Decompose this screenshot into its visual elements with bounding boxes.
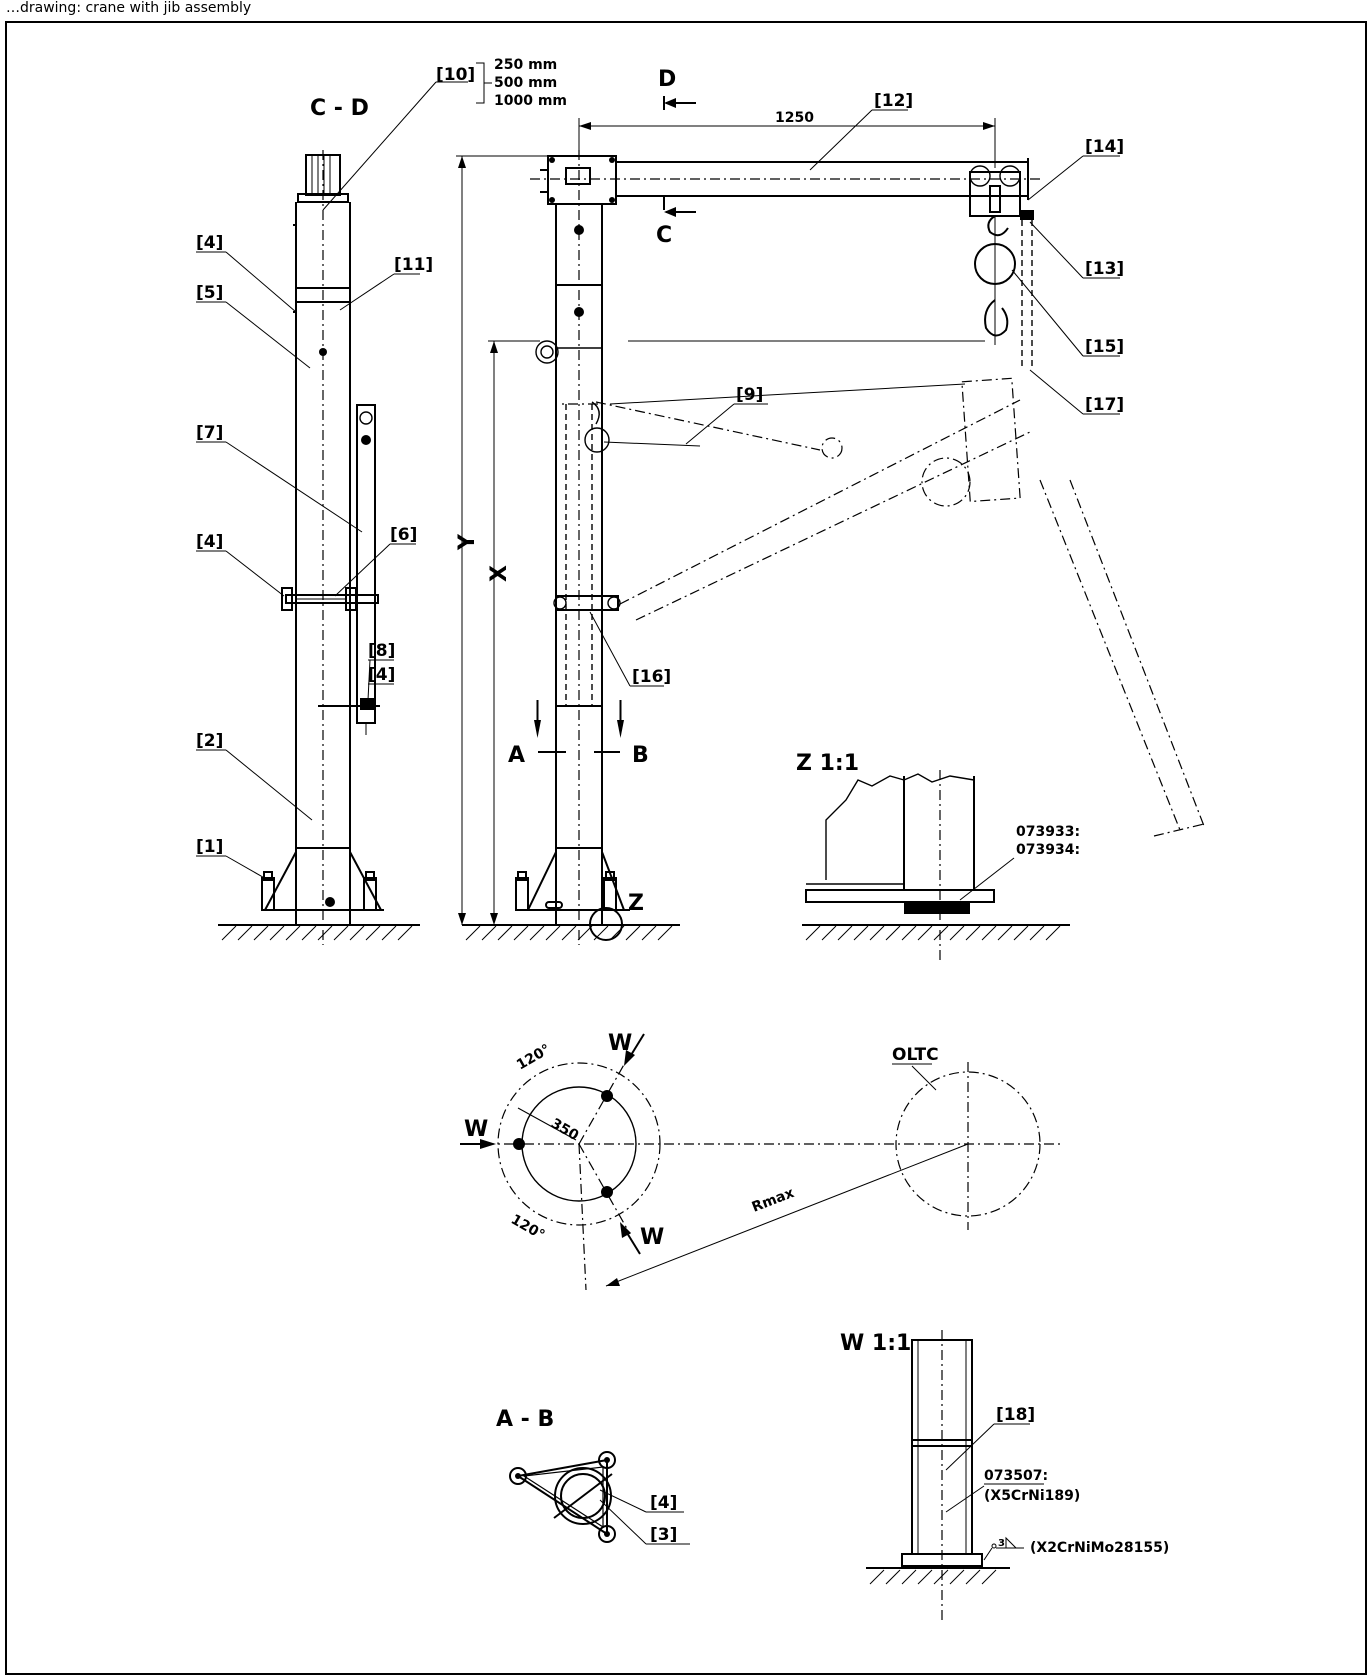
- dim-jib-length: 1250: [775, 110, 814, 126]
- weld-size: 3: [998, 1538, 1005, 1549]
- dim-bolt-circle: 350: [548, 1116, 582, 1145]
- label-part-6: [6]: [390, 525, 417, 545]
- folded-jib-outline: [560, 377, 1205, 837]
- label-part-7: [7]: [196, 423, 223, 443]
- label-part-18: [18]: [996, 1405, 1035, 1425]
- dim-angle-top: 120°: [514, 1041, 553, 1073]
- label-part-4-section: [4]: [650, 1493, 677, 1513]
- ext-option-500: 500 mm: [494, 75, 557, 91]
- marker-z: Z: [628, 891, 644, 916]
- label-part-11: [11]: [394, 255, 433, 275]
- label-part-9: [9]: [736, 385, 763, 405]
- label-part-15: [15]: [1085, 337, 1124, 357]
- detail-w-title: W 1:1: [840, 1331, 911, 1356]
- section-ab-title: A - B: [496, 1407, 554, 1432]
- marker-w-top: W: [608, 1031, 632, 1056]
- oltc-label: OLTC: [892, 1045, 939, 1065]
- marker-b: B: [632, 743, 649, 768]
- weld-material: (X2CrNiMo28155): [1030, 1540, 1169, 1556]
- section-ab: A - B [4] [3]: [496, 1407, 690, 1545]
- label-part-1: [1]: [196, 837, 223, 857]
- marker-a: A: [508, 743, 525, 768]
- marker-c: C: [656, 223, 672, 248]
- marker-d: D: [658, 67, 676, 92]
- dim-height-y: Y: [455, 533, 480, 551]
- label-part-16: [16]: [632, 667, 671, 687]
- label-part-8: [8]: [368, 641, 395, 661]
- front-view: Z A B D C 1250 Y X [12]: [455, 67, 1205, 945]
- label-part-5: [5]: [196, 283, 223, 303]
- detail-z-code-1: 073933:: [1016, 824, 1080, 840]
- label-part-4-low: [4]: [368, 665, 395, 685]
- bolt-material: (X5CrNi189): [984, 1488, 1080, 1504]
- marker-w-left: W: [464, 1117, 488, 1142]
- label-part-2: [2]: [196, 731, 223, 751]
- label-part-10: [10]: [436, 65, 475, 85]
- label-part-13: [13]: [1085, 259, 1124, 279]
- drawing-frame: [5, 21, 1367, 1675]
- dim-rmax: Rmax: [750, 1185, 797, 1216]
- drawing-caption: …drawing: crane with jib assembly: [6, 0, 252, 16]
- label-part-3: [3]: [650, 1525, 677, 1545]
- detail-z: Z 1:1 073933: 073934:: [796, 751, 1080, 960]
- dim-height-x: X: [487, 565, 512, 582]
- side-view-title: C - D: [310, 96, 369, 121]
- label-part-12: [12]: [874, 91, 913, 111]
- ext-option-1000: 1000 mm: [494, 93, 567, 109]
- bolt-code: 073507:: [984, 1468, 1048, 1484]
- label-part-4-top: [4]: [196, 233, 223, 253]
- ext-option-250: 250 mm: [494, 57, 557, 73]
- plan-view: 350 120° 120° W W W OLTC Rmax: [460, 1031, 1060, 1291]
- label-part-17: [17]: [1085, 395, 1124, 415]
- detail-w: W 1:1 [18] 073507: (X5CrNi189) 3 (X2CrNi…: [840, 1330, 1169, 1620]
- label-part-4-mid: [4]: [196, 532, 223, 552]
- side-view: C - D: [196, 57, 567, 945]
- detail-z-code-2: 073934:: [1016, 842, 1080, 858]
- detail-z-title: Z 1:1: [796, 751, 859, 776]
- label-part-14: [14]: [1085, 137, 1124, 157]
- marker-w-bottom: W: [640, 1225, 664, 1250]
